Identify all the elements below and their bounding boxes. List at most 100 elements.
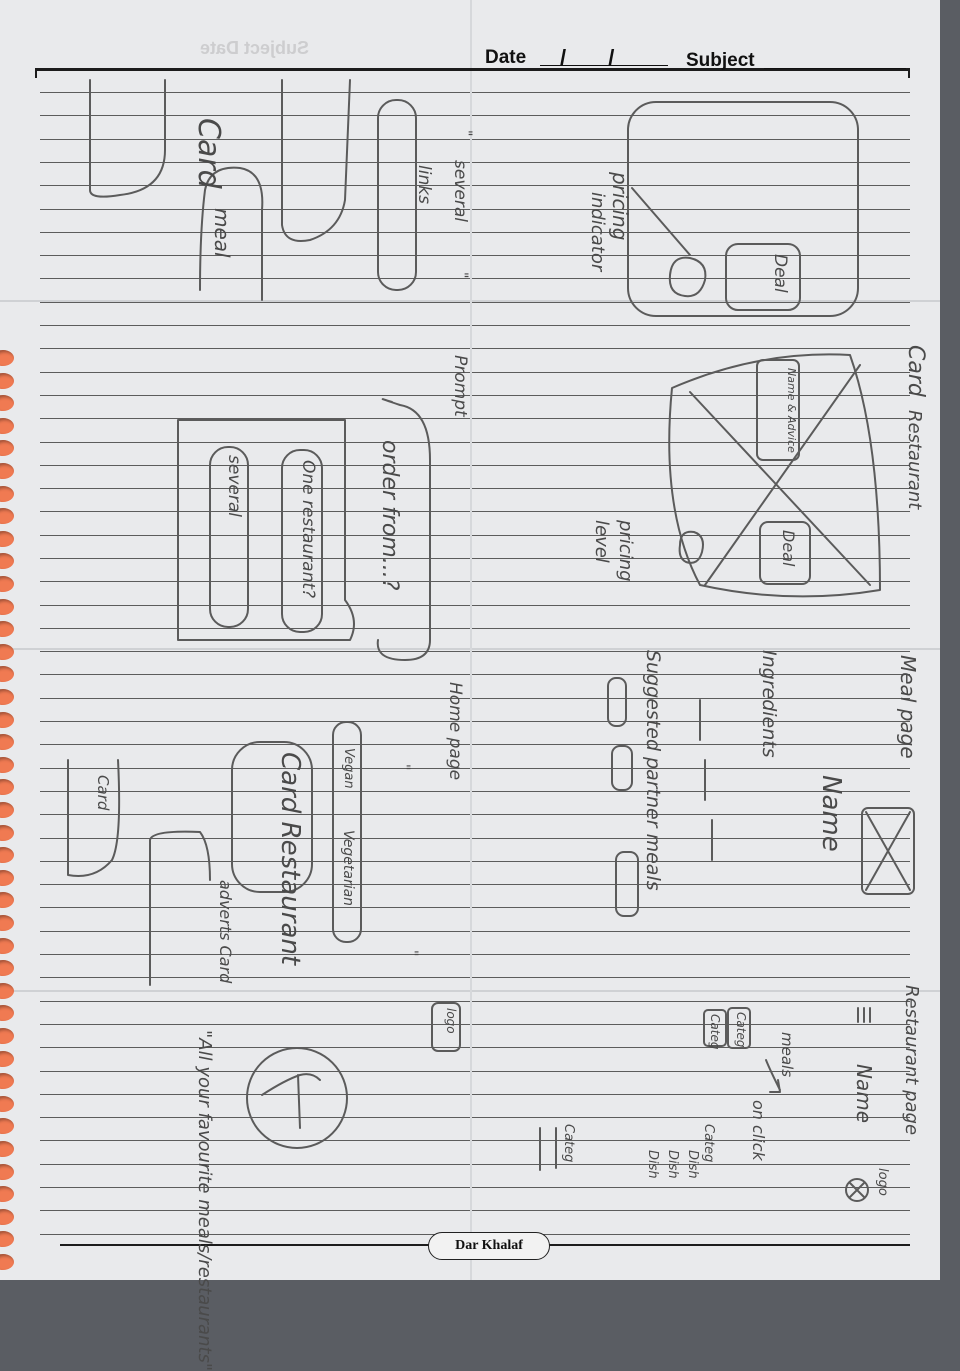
category-label: Categ [701,1124,716,1163]
spiral-hole [0,1028,14,1044]
spiral-hole [0,531,14,547]
cross-line [849,1182,865,1198]
links-label: links [414,165,434,204]
spiral-hole [0,847,14,863]
spiral-hole [0,1231,14,1247]
name-advice-box [756,359,800,461]
spiral-hole [0,1254,14,1270]
restaurant-card-label: Card Restaurant [275,752,305,966]
spiral-hole [0,418,14,434]
dish-label: Dish [685,1150,700,1179]
ruled-line [40,348,910,349]
ruled-line [40,768,910,769]
deal-label: Deal [770,254,790,293]
pencil-sketch [67,79,915,1202]
one-restaurant-option[interactable]: One restaurant? [298,460,318,599]
ruled-line [40,931,910,932]
spiral-hole [0,1209,14,1225]
card-restaurant-title: Card [903,345,928,397]
ruled-line [40,185,910,186]
dish-label: Dish [665,1150,680,1179]
ingredients-label: Ingredients [758,650,780,758]
ingredient-dashes [699,699,713,861]
prompt-title: Prompt [450,355,470,417]
category-label: Categ [734,1012,748,1048]
spiral-hole [0,825,14,841]
logo-circle [246,1047,348,1149]
logo-label: logo [875,1168,890,1196]
ruled-line [40,861,910,862]
restaurant-name-label: Name [852,1064,876,1124]
menu-icon [857,1007,871,1023]
subject-fill-line [764,68,906,69]
cross-line [689,391,871,586]
logo-mark [261,1073,321,1129]
tagline: "All your favourite meals/restaurants" [194,1030,215,1371]
suggested-meal-pill [607,677,627,727]
several-links-pill [377,99,417,291]
ruled-line [40,1187,910,1188]
logo-box [431,1002,461,1052]
ruled-line [40,1024,910,1025]
several-option[interactable]: several [224,455,244,517]
logo-icon [845,1178,869,1202]
sketch-line [631,187,691,256]
ruled-line [40,139,910,140]
ruled-line [40,115,910,116]
adverts-card-label: adverts Card [216,880,235,984]
header-rule-tick [908,68,910,78]
ruled-line [40,814,910,815]
order-from-label: order from...? [377,440,402,591]
quote-mark: " [458,130,474,137]
meals-label: meals [778,1032,796,1078]
ruled-line [40,465,910,466]
prompt-bubble [376,398,431,661]
spiral-hole [0,395,14,411]
dish-label: Dish [645,1150,660,1179]
on-click-label: on click [749,1100,768,1161]
restaurant-card [231,741,313,893]
sketch-curve [199,166,264,301]
ruled-line [40,511,910,512]
spiral-hole [0,644,14,660]
meal-image-placeholder [861,807,915,895]
category-label: Categ [561,1124,576,1163]
ruled-line [40,721,910,722]
ruled-line [40,605,910,606]
spiral-hole [0,440,14,456]
ruled-line [40,651,910,652]
pricing-label: pricing [608,172,632,241]
ruled-line [40,92,910,93]
card-meal-title: Card [191,118,226,189]
vegetarian-filter[interactable]: Vegetarian [340,830,356,907]
ruled-line [40,395,910,396]
ruled-line [40,1140,910,1141]
spiral-hole [0,983,14,999]
several-option-pill [209,446,249,628]
ruled-line [40,558,910,559]
ruled-line [40,744,910,745]
spiral-hole [0,463,14,479]
card-label: Card [94,775,112,811]
spiral-hole [0,1141,14,1157]
vegan-filter[interactable]: Vegan [341,748,356,789]
spiral-hole [0,373,14,389]
ruled-line [40,791,910,792]
ruled-line [40,488,910,489]
one-restaurant-option-pill [281,449,323,633]
card-meal-subtitle: meal [210,208,234,258]
spiral-hole [0,892,14,908]
spiral-hole [0,1005,14,1021]
deal-label: Deal [779,530,798,567]
deal-box [725,243,801,311]
spiral-hole [0,1096,14,1112]
suggested-meal-pill [611,745,633,791]
category-tab [703,1009,727,1047]
restaurant-image-placeholder [668,353,881,598]
card-outline [67,759,121,877]
spiral-hole [0,960,14,976]
quote-mark: " [454,272,470,279]
header-rule [35,68,910,71]
ruled-line [40,1001,910,1002]
date-label: Date [485,47,527,68]
